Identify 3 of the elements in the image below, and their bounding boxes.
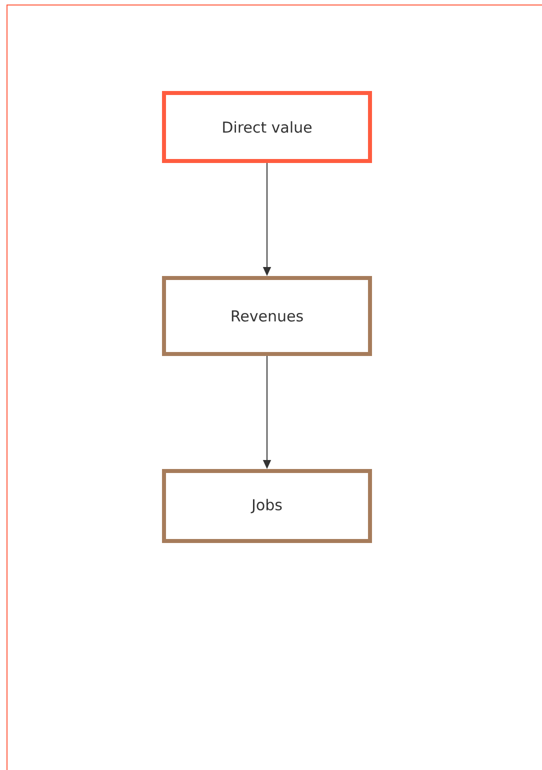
process-box: Direct value: [162, 91, 372, 163]
process-box: Jobs: [162, 469, 372, 543]
process-box: Revenues: [162, 276, 372, 356]
